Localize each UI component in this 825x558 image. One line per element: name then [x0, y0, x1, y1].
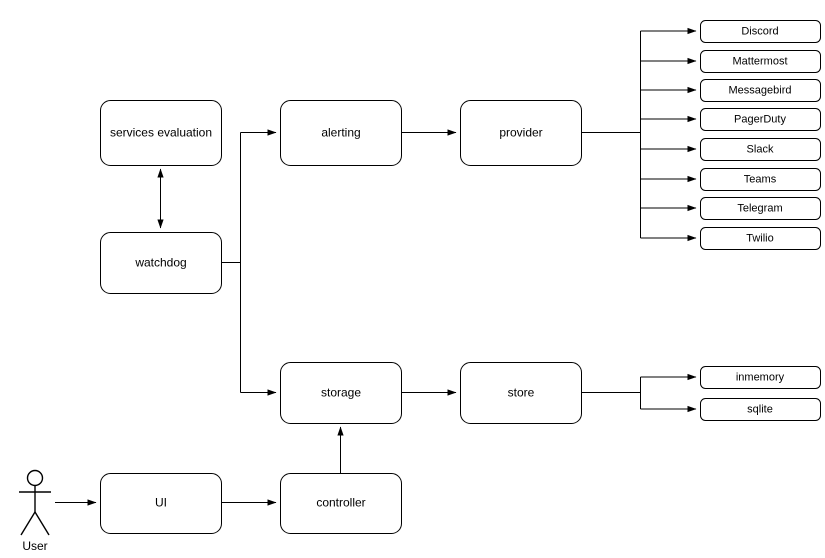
provider-channel-label: Discord	[741, 25, 778, 37]
watchdog-box[interactable]	[100, 232, 222, 294]
storage-label: storage	[321, 386, 361, 400]
user-leg-right-icon	[34, 511, 50, 536]
user-leg-left-icon	[20, 511, 36, 536]
provider-channel-box[interactable]	[700, 197, 821, 220]
provider-channel-box[interactable]	[700, 50, 821, 73]
store-backend-box[interactable]	[700, 398, 821, 421]
provider-channel-4[interactable]: Slack	[700, 138, 821, 161]
provider-channel-1[interactable]: Mattermost	[700, 50, 821, 73]
provider-channel-0[interactable]: Discord	[700, 20, 821, 43]
store-branch-layer	[640, 373, 697, 413]
alerting-box[interactable]	[280, 100, 402, 166]
user-label: User	[22, 539, 47, 553]
node-storage[interactable]: storage	[280, 362, 402, 424]
store-backend-list: inmemory sqlite	[700, 366, 821, 421]
store-box[interactable]	[460, 362, 582, 424]
provider-channel-box[interactable]	[700, 108, 821, 131]
provider-channel-label: Slack	[747, 143, 774, 155]
provider-channel-label: Twilio	[746, 232, 774, 244]
storage-box[interactable]	[280, 362, 402, 424]
store-label: store	[508, 386, 535, 400]
node-provider[interactable]: provider	[460, 100, 582, 166]
provider-box[interactable]	[460, 100, 582, 166]
provider-channel-list: DiscordMattermostMessagebirdPagerDutySla…	[700, 20, 821, 250]
node-watchdog[interactable]: watchdog	[100, 232, 222, 294]
provider-channel-box[interactable]	[700, 20, 821, 43]
provider-channel-5[interactable]: Teams	[700, 168, 821, 191]
user-head-icon	[26, 469, 44, 487]
provider-channel-3[interactable]: PagerDuty	[700, 108, 821, 131]
edge-layer	[55, 31, 641, 506]
provider-channel-label: Teams	[744, 173, 777, 185]
provider-channel-box[interactable]	[700, 168, 821, 191]
node-controller[interactable]: controller	[280, 473, 402, 534]
provider-channel-box[interactable]	[700, 227, 821, 250]
provider-channel-7[interactable]: Twilio	[700, 227, 821, 250]
provider-channel-2[interactable]: Messagebird	[700, 79, 821, 102]
provider-channel-label: Mattermost	[732, 55, 787, 67]
node-store[interactable]: store	[460, 362, 582, 424]
provider-channel-box[interactable]	[700, 79, 821, 102]
alerting-label: alerting	[321, 126, 360, 140]
ui-label: UI	[155, 496, 167, 510]
provider-channel-label: Messagebird	[729, 84, 792, 96]
node-alerting[interactable]: alerting	[280, 100, 402, 166]
provider-branch-layer	[640, 27, 697, 242]
store-backend-1[interactable]: sqlite	[700, 398, 821, 421]
node-ui[interactable]: UI	[100, 473, 222, 534]
store-backend-label: inmemory	[736, 371, 785, 383]
node-services-evaluation[interactable]: services evaluation	[100, 100, 222, 166]
provider-channel-label: Telegram	[737, 202, 782, 214]
provider-channel-label: PagerDuty	[734, 113, 786, 125]
services-evaluation-box[interactable]	[100, 100, 222, 166]
ui-box[interactable]	[100, 473, 222, 534]
store-backend-0[interactable]: inmemory	[700, 366, 821, 389]
watchdog-label: watchdog	[134, 256, 186, 270]
controller-box[interactable]	[280, 473, 402, 534]
controller-label: controller	[316, 496, 365, 510]
provider-label: provider	[499, 126, 542, 140]
store-backend-box[interactable]	[700, 366, 821, 389]
store-backend-label: sqlite	[747, 403, 773, 415]
provider-channel-box[interactable]	[700, 138, 821, 161]
services-evaluation-label: services evaluation	[110, 126, 212, 140]
provider-channel-6[interactable]: Telegram	[700, 197, 821, 220]
actor-user[interactable]: User	[19, 469, 51, 554]
